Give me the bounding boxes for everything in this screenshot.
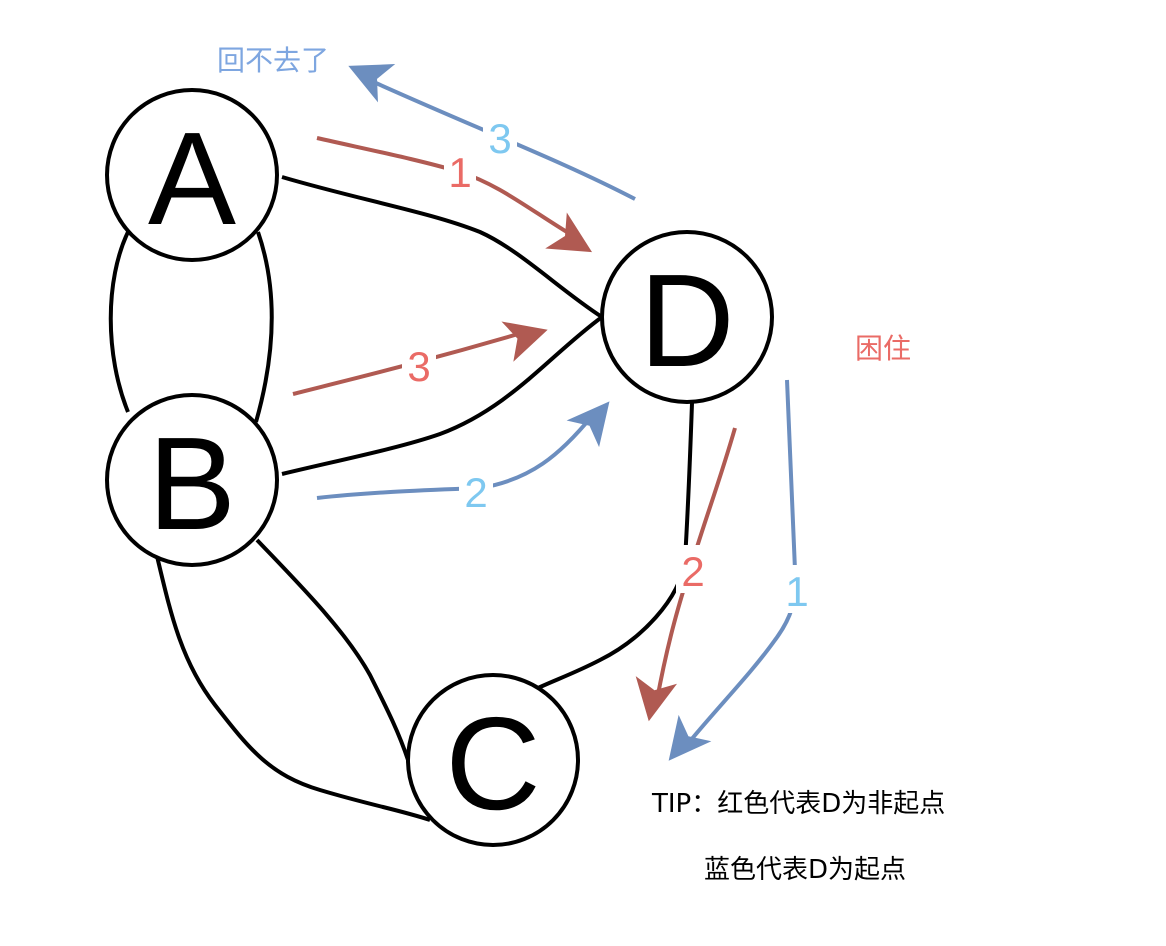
red-arrow-3 bbox=[292, 321, 548, 396]
red-step-2: 2 bbox=[681, 548, 704, 595]
blue-step-labels: 1 2 3 bbox=[459, 112, 814, 615]
edge-a-b-left bbox=[108, 231, 130, 413]
edges bbox=[108, 175, 694, 822]
tip-line-1: TIP：红色代表D为非起点 bbox=[651, 789, 945, 819]
blue-step-2: 2 bbox=[464, 469, 487, 516]
edge-b-c-outer bbox=[154, 551, 431, 822]
tip-line-2: 蓝色代表D为起点 bbox=[704, 855, 906, 885]
node-c: C bbox=[406, 673, 580, 847]
blue-step-1: 1 bbox=[785, 568, 808, 615]
red-step-1: 1 bbox=[448, 149, 471, 196]
node-d: D bbox=[600, 230, 774, 404]
red-step-3: 3 bbox=[407, 343, 430, 390]
node-b: B bbox=[105, 393, 279, 567]
node-a: A bbox=[105, 88, 279, 262]
red-stuck-note: 困住 bbox=[855, 332, 911, 365]
node-b-label: B bbox=[148, 410, 236, 557]
edge-d-c bbox=[537, 402, 694, 690]
edge-a-d bbox=[281, 175, 604, 319]
blue-stuck-note: 回不去了 bbox=[217, 44, 329, 77]
blue-step-3: 3 bbox=[488, 115, 511, 162]
node-a-label: A bbox=[148, 105, 236, 252]
red-path bbox=[292, 136, 737, 722]
edge-b-c-inner bbox=[255, 538, 410, 761]
blue-path bbox=[316, 64, 798, 761]
node-c-label: C bbox=[445, 690, 540, 837]
red-step-labels: 1 2 3 bbox=[402, 146, 710, 595]
node-d-label: D bbox=[639, 247, 734, 394]
edge-a-b-right bbox=[254, 231, 274, 423]
edge-b-d bbox=[281, 315, 604, 476]
